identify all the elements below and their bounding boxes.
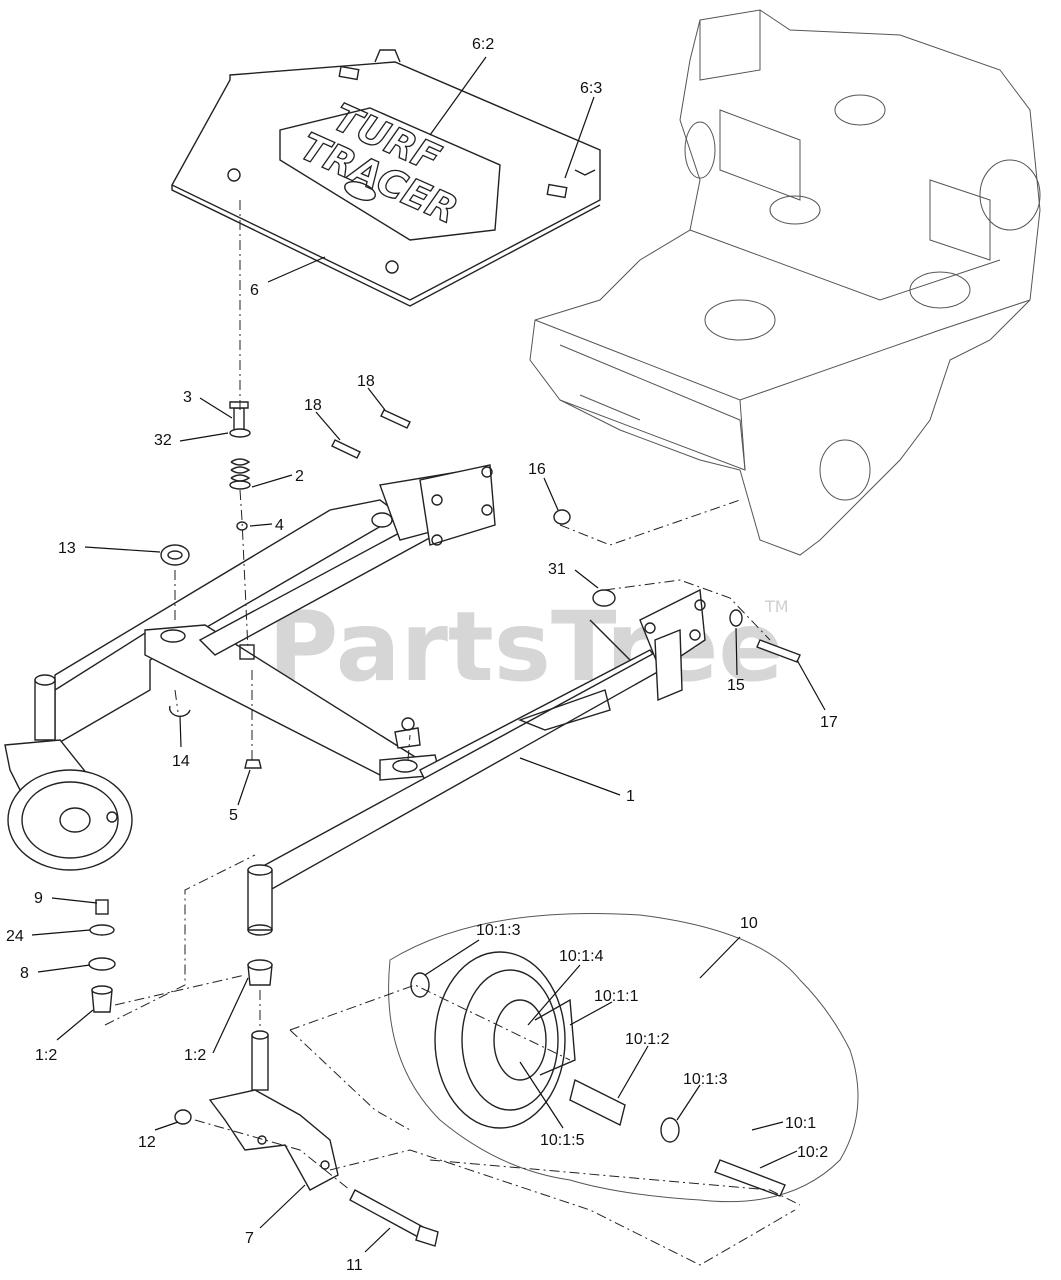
- caster-pivot-hardware: [88, 899, 273, 1013]
- assembly-lines: [104, 200, 801, 1266]
- callout-10-1-2: 10:1:2: [625, 1031, 670, 1048]
- callout-6: 6: [250, 282, 259, 299]
- callout-1: 1: [626, 788, 635, 805]
- wheel-assembly: [388, 912, 859, 1203]
- mower-chassis-outline: [529, 9, 1041, 556]
- callout-13: 13: [58, 540, 76, 557]
- callout-10-1-3-upper: 10:1:3: [476, 922, 521, 939]
- callout-17: 17: [820, 714, 838, 731]
- callout-31: 31: [548, 561, 566, 578]
- callout-10-2: 10:2: [797, 1144, 828, 1161]
- watermark-trademark: TM: [764, 597, 789, 616]
- callout-10: 10: [740, 915, 758, 932]
- callout-2: 2: [295, 468, 304, 485]
- callout-32: 32: [154, 432, 172, 449]
- callout-1-2-left: 1:2: [35, 1047, 57, 1064]
- small-hardware: [160, 409, 801, 769]
- callout-10-1-1: 10:1:1: [594, 988, 639, 1005]
- cover-plate: TURF TRACER: [171, 49, 601, 307]
- callout-15: 15: [727, 677, 745, 694]
- caster-fork: [174, 1030, 339, 1191]
- leader-lines: [31, 56, 826, 1253]
- callout-11: 11: [346, 1257, 363, 1274]
- callout-10-1-3-lower: 10:1:3: [683, 1071, 728, 1088]
- callout-16: 16: [528, 461, 546, 478]
- callout-10-1-5: 10:1:5: [540, 1132, 585, 1149]
- callout-3: 3: [183, 389, 192, 406]
- callout-5: 5: [229, 807, 238, 824]
- callout-6-3: 6:3: [580, 80, 602, 97]
- callout-18-lower: 18: [304, 397, 322, 414]
- callout-10-1-4: 10:1:4: [559, 948, 604, 965]
- watermark-text: PartsTree: [268, 591, 783, 703]
- callout-7: 7: [245, 1230, 254, 1247]
- callout-18-upper: 18: [357, 373, 375, 390]
- callouts: 6:2 6:3 6 3 18 18 32 2 4 13 16 31 15 17 …: [6, 36, 838, 1274]
- callout-9: 9: [34, 890, 43, 907]
- callout-4: 4: [275, 517, 284, 534]
- main-frame: [54, 464, 706, 936]
- callout-1-2-right: 1:2: [184, 1047, 206, 1064]
- axle-bolt: [349, 1189, 439, 1247]
- callout-8: 8: [20, 965, 29, 982]
- pivot-hardware: [229, 401, 251, 531]
- callout-24: 24: [6, 928, 24, 945]
- callout-12: 12: [138, 1134, 156, 1151]
- front-caster-wheel: [4, 674, 133, 871]
- callout-10-1: 10:1: [785, 1115, 816, 1132]
- callout-6-2: 6:2: [472, 36, 494, 53]
- callout-14: 14: [172, 753, 190, 770]
